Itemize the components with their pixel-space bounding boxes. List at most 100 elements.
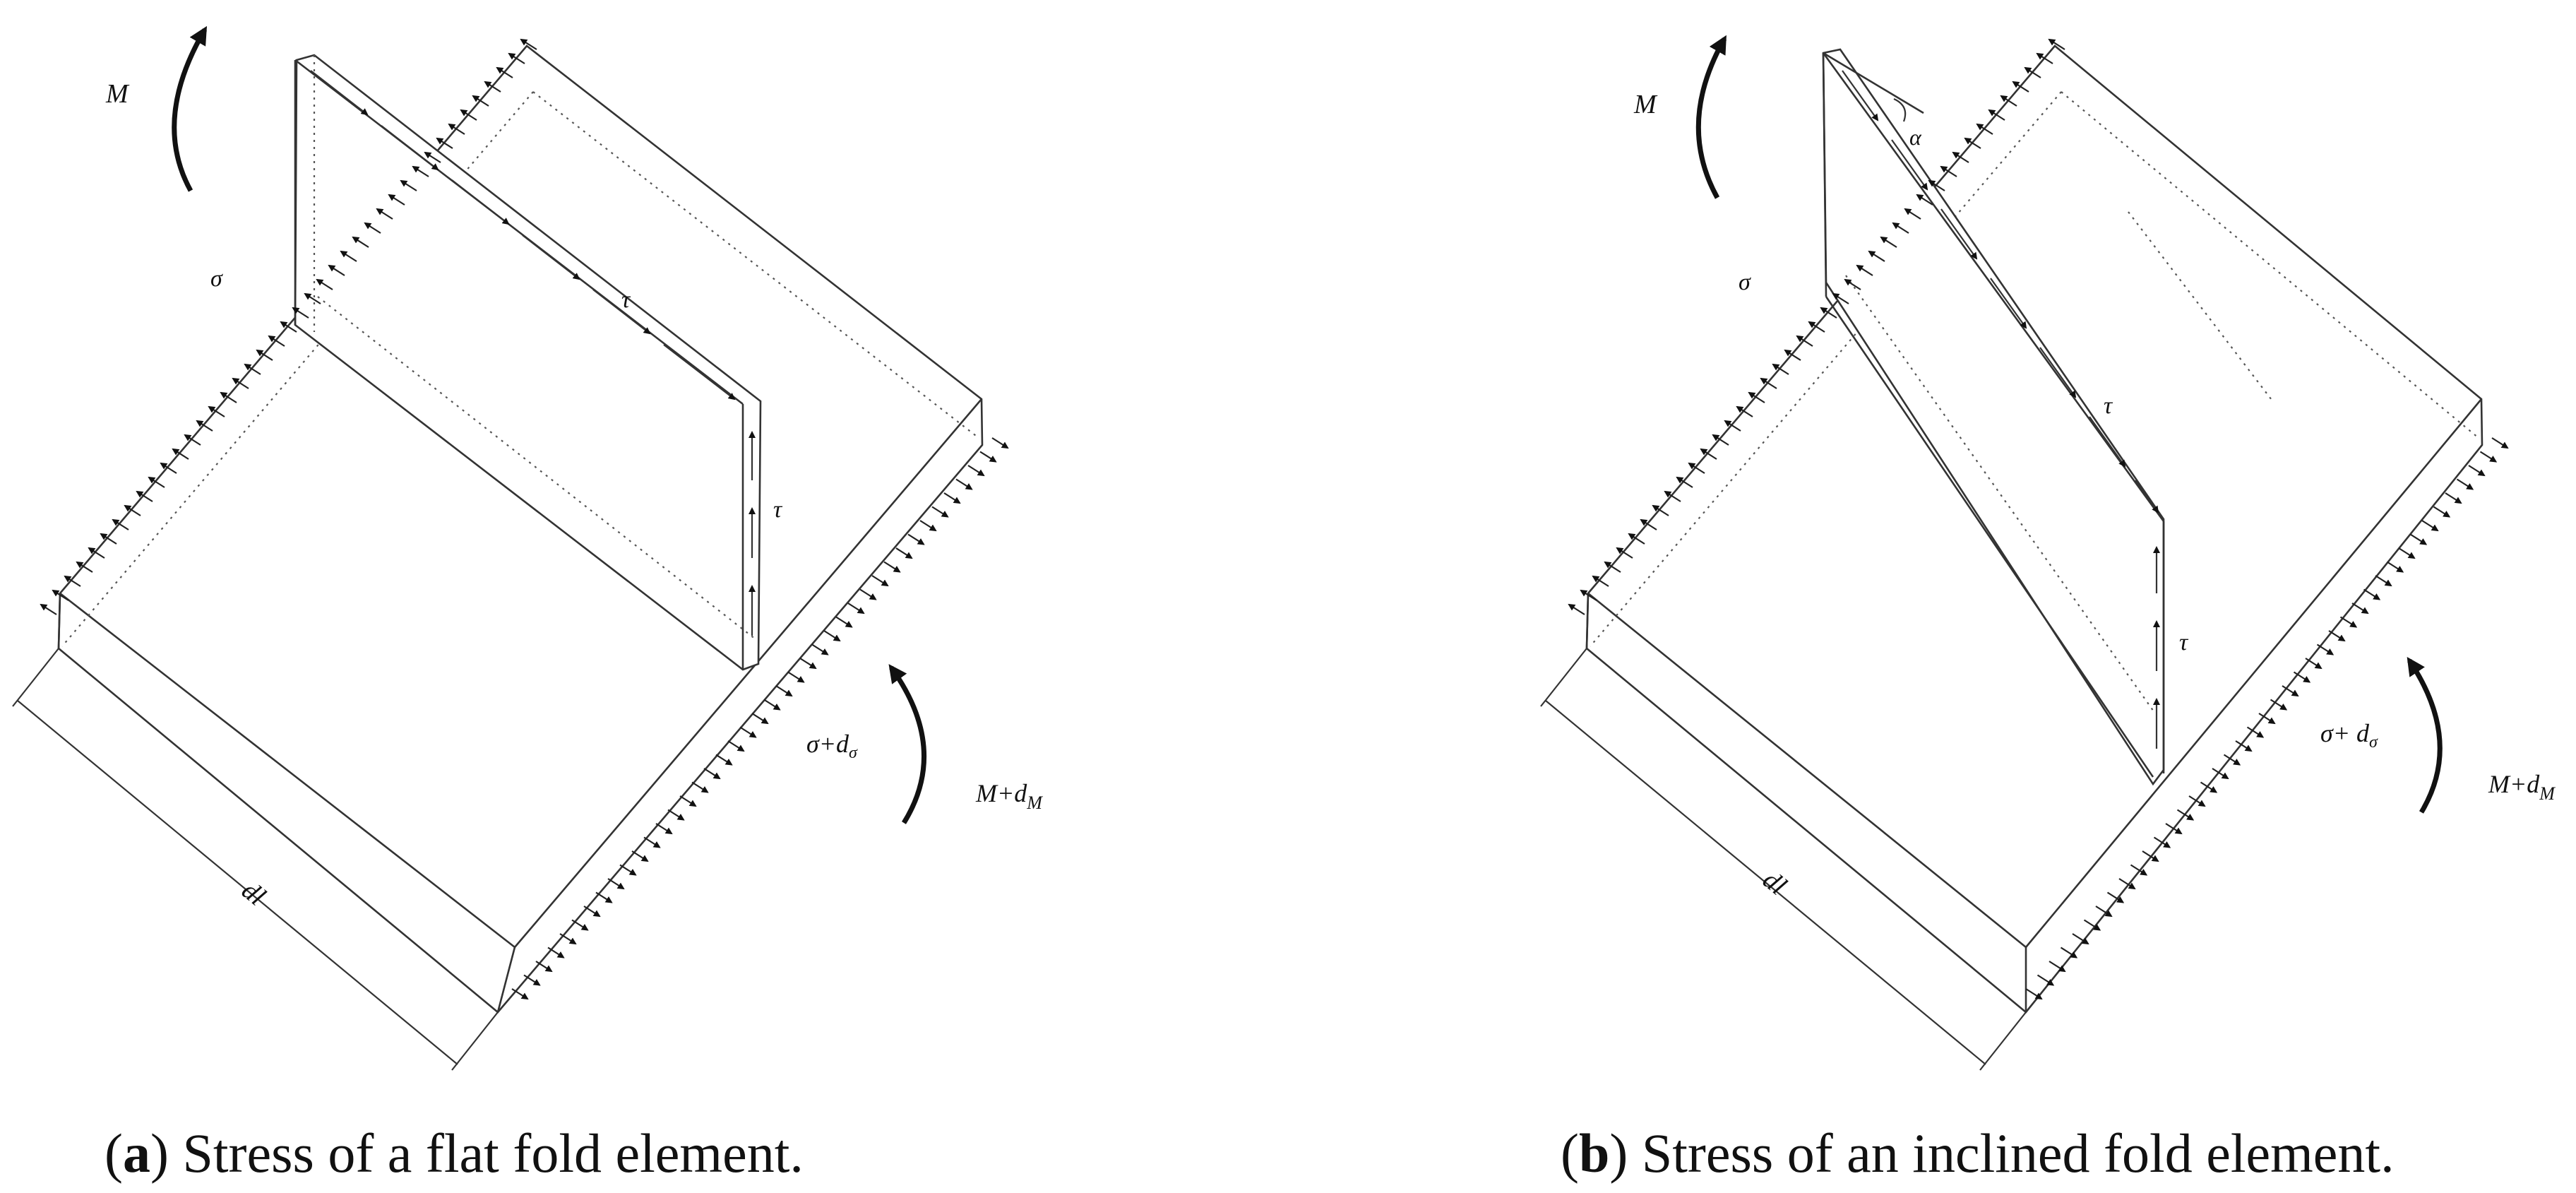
- stress-arrow: [2282, 685, 2299, 697]
- label-tau-side: τ: [2179, 629, 2189, 655]
- stress-arrow: [2024, 66, 2041, 78]
- moment-arrow-bottom: [888, 664, 927, 824]
- stress-arrow: [1664, 490, 1681, 502]
- hidden-web-base: [1845, 275, 2156, 714]
- stress-arrow: [2048, 38, 2065, 50]
- web-top-edge: [294, 59, 744, 405]
- stress-arrow: [400, 179, 417, 191]
- shear-arrows-top: [1842, 70, 2159, 514]
- moment-arrow-top: [1695, 35, 1727, 199]
- stress-arrow: [1748, 391, 1765, 403]
- sigma-arrows-left: [40, 38, 537, 615]
- sigma-arrows-right: [2025, 437, 2509, 1000]
- stress-arrow: [304, 292, 321, 304]
- flange-right-edge: [514, 398, 982, 948]
- stress-arrow: [2339, 616, 2358, 628]
- stress-arrow: [1832, 292, 1849, 304]
- stress-arrow: [2095, 906, 2113, 918]
- moment-arrow-top: [172, 25, 208, 192]
- web-top-edge: [1822, 52, 2165, 522]
- panel-b-inclined-fold: M σ α τ τ σ+ dσ M+dM dl (b) Stress of an…: [1288, 0, 2576, 1193]
- stress-arrow: [739, 726, 757, 738]
- stress-arrow: [931, 506, 949, 518]
- panel-a-drawing: M σ τ τ σ+dσ M+dM dl: [12, 25, 1043, 1071]
- stress-arrow: [2409, 533, 2428, 545]
- stress-arrow: [2433, 506, 2451, 518]
- stress-arrow: [316, 278, 333, 290]
- stress-arrow: [2153, 836, 2171, 848]
- stress-arrow: [508, 52, 525, 64]
- stress-arrow: [547, 946, 565, 958]
- stress-arrow: [148, 476, 165, 488]
- stress-arrow: [835, 616, 853, 628]
- stress-arrow: [1592, 575, 1609, 587]
- stress-arrow: [2246, 726, 2265, 738]
- stress-arrow: [292, 307, 309, 319]
- flange-left-thickness: [1585, 593, 1590, 649]
- flange-front-edge: [1587, 592, 2027, 949]
- stress-arrow: [1580, 589, 1597, 601]
- stress-arrow: [919, 520, 937, 532]
- stress-arrow: [847, 603, 865, 615]
- angle-arc: [1893, 97, 1907, 122]
- flange-plate: [57, 44, 984, 1014]
- stress-arrow: [2025, 988, 2043, 1000]
- stress-arrow: [160, 462, 177, 474]
- sigma-arrows-left: [1568, 38, 2065, 615]
- stress-arrow: [2398, 547, 2416, 559]
- label-sigma-plus: σ+ dσ: [2320, 719, 2378, 752]
- stress-arrow: [220, 391, 237, 403]
- stress-arrow: [1712, 434, 1729, 446]
- stress-arrow: [1880, 236, 1897, 248]
- stress-arrow: [1652, 504, 1669, 516]
- label-sigma: σ: [1739, 269, 1751, 295]
- stress-arrow: [412, 165, 429, 177]
- stress-arrow: [1796, 335, 1813, 347]
- caption-a: (a) Stress of a flat fold element.: [105, 1122, 804, 1184]
- stress-arrow: [2060, 946, 2078, 958]
- stress-arrow: [1616, 547, 1633, 559]
- stress-arrow: [1940, 165, 1957, 177]
- stress-arrow: [280, 321, 297, 333]
- stress-arrow: [667, 809, 685, 821]
- stress-arrow: [448, 123, 465, 135]
- stress-arrow: [1676, 476, 1693, 488]
- moment-arrow-bottom: [2407, 657, 2443, 814]
- web-base-edge: [1825, 296, 2154, 778]
- stress-arrow: [2072, 933, 2089, 945]
- stress-arrow: [1976, 123, 1993, 135]
- stress-arrow: [136, 490, 153, 502]
- label-alpha: α: [1909, 124, 1922, 150]
- stress-arrow: [2212, 768, 2229, 780]
- stress-arrow: [1868, 250, 1885, 262]
- stress-arrow: [2445, 492, 2462, 504]
- stress-arrow: [595, 891, 613, 903]
- stress-arrow: [2036, 52, 2053, 64]
- stress-arrow: [1688, 462, 1705, 474]
- stress-arrow: [2421, 520, 2439, 532]
- stress-arrow: [2293, 671, 2311, 683]
- stress-arrow: [1568, 603, 1585, 615]
- stress-arrow: [2468, 465, 2486, 477]
- stress-arrow: [895, 547, 913, 559]
- label-tau-side: τ: [773, 497, 783, 523]
- stress-arrow: [88, 547, 105, 559]
- stress-arrow: [2270, 699, 2288, 711]
- label-moment: M: [1633, 90, 1658, 119]
- stress-arrow: [244, 363, 261, 375]
- stress-arrow: [559, 933, 577, 945]
- stress-arrow: [40, 603, 57, 615]
- stress-arrow: [2235, 740, 2253, 752]
- stress-arrow: [1844, 278, 1861, 290]
- stress-arrow: [727, 740, 745, 752]
- stress-arrow: [436, 137, 453, 149]
- stress-arrow: [1952, 151, 1969, 163]
- length-dimension: [12, 648, 499, 1071]
- web-plate: [294, 54, 762, 671]
- hidden-left-edge: [1590, 91, 2062, 647]
- flange-front-edge: [59, 592, 515, 949]
- stress-arrow: [424, 151, 441, 163]
- stress-arrow: [763, 699, 781, 711]
- stress-arrow: [2316, 643, 2334, 655]
- stress-arrow: [655, 823, 673, 835]
